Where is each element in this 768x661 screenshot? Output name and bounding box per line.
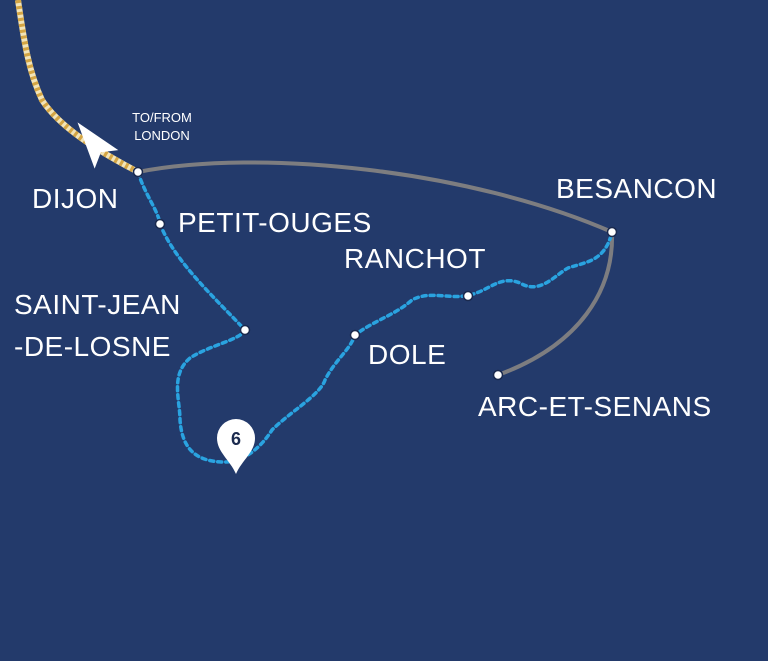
map-pin-icon: 6 — [217, 419, 255, 474]
label-petit-ouges: PETIT-OUGES — [178, 207, 372, 238]
label-besancon: BESANCON — [556, 173, 717, 204]
label-dole: DOLE — [368, 339, 446, 370]
london-rail-line — [15, 0, 140, 175]
stop-dijon — [132, 166, 144, 178]
label-dijon: DIJON — [32, 183, 119, 214]
stop-besancon — [606, 226, 618, 238]
stop-ranchot — [462, 290, 474, 302]
label-arc-et-senans: ARC-ET-SENANS — [478, 391, 712, 422]
stop-petit-ouges — [154, 218, 166, 230]
rail-route-besancon-arc-et-senans — [496, 230, 615, 377]
airplane-icon — [77, 122, 119, 169]
marker-number: 6 — [231, 429, 241, 449]
transfer-label-line2: LONDON — [134, 128, 190, 143]
transfer-label-line1: TO/FROM — [132, 110, 192, 125]
rail-route-dijon-besancon — [136, 160, 614, 234]
label-saint-jean-line2: -DE-LOSNE — [14, 331, 171, 362]
stop-arc-et-senans — [492, 369, 504, 381]
stop-dole — [349, 329, 361, 341]
label-saint-jean-line1: SAINT-JEAN — [14, 289, 181, 320]
label-ranchot: RANCHOT — [344, 243, 486, 274]
stop-saint-jean-de-losne — [239, 324, 251, 336]
